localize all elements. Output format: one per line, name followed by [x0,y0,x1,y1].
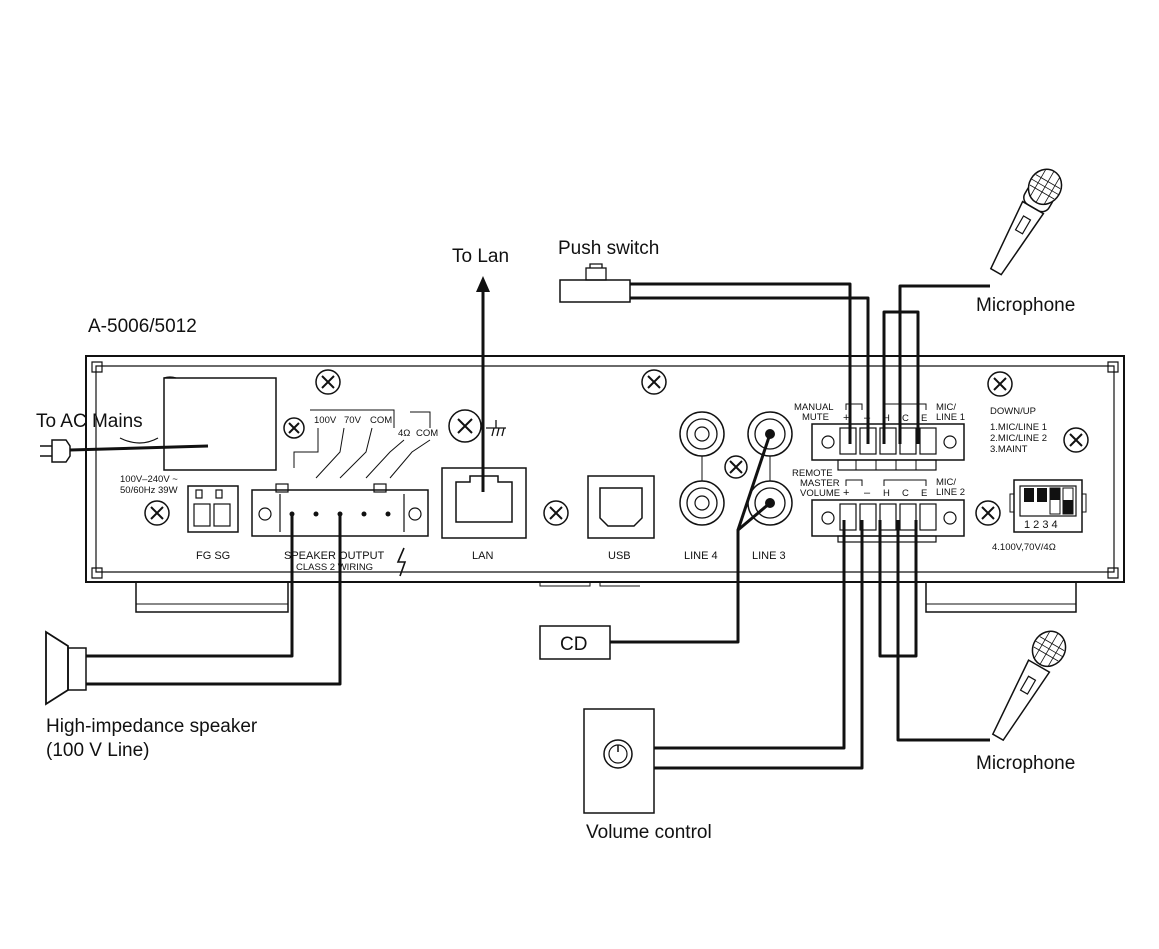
line3-label: LINE 3 [752,550,786,562]
tap-4ohm-com-label: COM [416,428,438,439]
speaker-label-2: (100 V Line) [46,740,150,761]
volume-label: VOLUME [800,488,840,499]
manual-label: MANUAL [794,402,834,413]
lan-label: LAN [472,550,493,562]
e-label-1: E [921,413,927,424]
power-rating-2: 50/60Hz 39W [120,485,178,496]
dip-numbers: 1 2 3 4 [1024,519,1058,531]
screw-icon [315,369,341,395]
microphone-top-icon [989,168,1063,276]
mic-line2-terminal[interactable] [811,499,965,543]
remote-label: REMOTE [792,468,833,479]
amplifier-unit [85,355,1125,613]
ground-screw-icon [448,409,506,443]
dip3-label: 3.MAINT [990,444,1028,455]
line4-label: LINE 4 [684,550,718,562]
e-label-2: E [921,488,927,499]
tap-4ohm-label: 4Ω [398,428,410,439]
minus-label-2: – [864,487,871,499]
volume-control [583,708,655,814]
to-lan-label: To Lan [452,246,509,267]
to-ac-mains-label: To AC Mains [36,411,143,432]
model-label: A-5006/5012 [88,316,197,337]
speaker-label-1: High-impedance speaker [46,716,258,737]
screw-icon [975,500,1001,526]
h-label-1: H [883,413,890,424]
master-label: MASTER [800,478,840,489]
microphone-bottom-icon [991,630,1067,742]
plus-label-1: + [843,412,849,424]
tap-com-label: COM [370,415,392,426]
usb-label: USB [608,550,631,562]
lightning-icon [396,547,407,577]
line4-jack-top[interactable] [679,411,725,457]
screw-icon [1063,427,1089,453]
down-up-label: DOWN/UP [990,406,1036,417]
cd-label: CD [560,634,587,655]
power-rating-1: 100V–240V ~ [120,474,178,485]
speaker-output-terminal[interactable] [251,483,429,537]
c-label-2: C [902,488,909,499]
volume-control-label: Volume control [586,822,712,843]
lan-arrow-icon [476,276,490,492]
speaker-icon [45,630,87,706]
mute-label: MUTE [802,412,829,423]
screw-icon [987,371,1013,397]
screw-icon [641,369,667,395]
screw-icon [144,500,170,526]
tap-70v-label: 70V [344,415,362,426]
mic-line1-terminal[interactable] [811,423,965,471]
line4-jack-bottom[interactable] [679,480,725,526]
mic-line1-label-b: LINE 1 [936,412,965,423]
dip4-label: 4.100V,70V/4Ω [992,542,1056,553]
dip-switch[interactable] [1009,479,1087,533]
speaker-output-label: SPEAKER OUTPUT [284,550,385,562]
ac-inlet [163,376,277,471]
c-label-1: C [902,413,909,424]
usb-port[interactable] [587,475,655,539]
push-switch-icon [559,263,631,303]
dip1-label: 1.MIC/LINE 1 [990,422,1047,433]
plus-label-2: + [843,487,849,499]
tap-100v-label: 100V [314,415,337,426]
dip2-label: 2.MIC/LINE 2 [990,433,1047,444]
ac-plug-icon [40,437,209,463]
mic-line2-label-a: MIC/ [936,477,956,488]
microphone-bottom-label: Microphone [976,753,1075,774]
screw-icon [724,455,748,479]
fg-sg-terminal[interactable] [187,485,239,533]
screw-icon [283,417,305,439]
class2-wiring-label: CLASS 2 WIRING [296,562,373,573]
fg-sg-label: FG SG [196,550,230,562]
h-label-2: H [883,488,890,499]
mic-line2-label-b: LINE 2 [936,487,965,498]
mic-line1-label-a: MIC/ [936,402,956,413]
push-switch-label: Push switch [558,238,659,259]
screw-icon [543,500,569,526]
microphone-top-label: Microphone [976,295,1075,316]
